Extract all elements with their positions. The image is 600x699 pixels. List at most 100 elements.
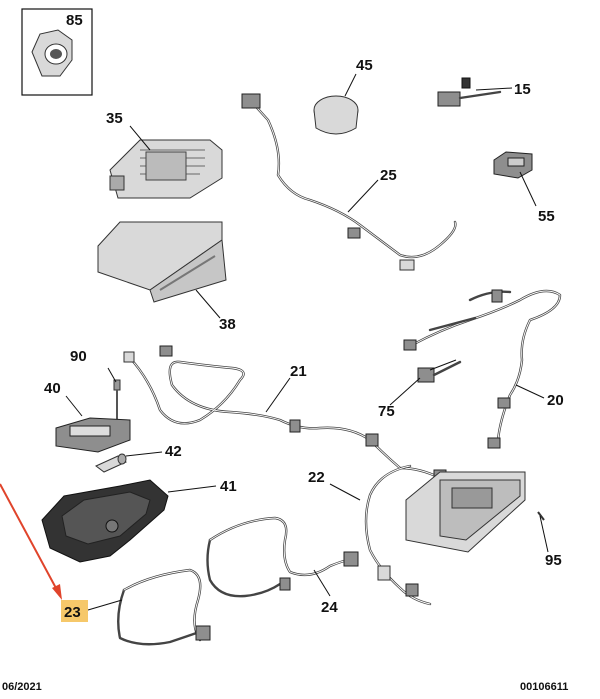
label-45[interactable]: 45 xyxy=(356,57,373,74)
leader-75 xyxy=(389,377,421,406)
part-41-tray xyxy=(61,491,151,545)
part-23-wire-core xyxy=(123,569,201,641)
part-20-connector-c xyxy=(497,397,511,409)
part-21-connector-c xyxy=(289,419,301,433)
part-41-hole xyxy=(105,519,119,533)
part-95-head-unit[interactable] xyxy=(405,471,545,553)
part-95-slot xyxy=(451,487,493,509)
part-22-connector-b xyxy=(405,583,419,597)
part-35-heatsink xyxy=(145,151,187,181)
part-95-screw xyxy=(537,511,545,521)
leader-42 xyxy=(125,451,163,457)
part-20-connector-a xyxy=(403,339,417,351)
part-21-connector-d xyxy=(365,433,379,447)
label-42[interactable]: 42 xyxy=(165,443,182,460)
leader-40 xyxy=(65,395,83,417)
leader-75-arrow xyxy=(429,359,457,371)
part-23-harness[interactable] xyxy=(117,568,211,646)
label-90[interactable]: 90 xyxy=(70,348,87,365)
part-25-wire-core xyxy=(249,99,456,258)
part-85-nut[interactable] xyxy=(21,8,93,96)
label-95[interactable]: 95 xyxy=(545,552,562,569)
leader-24 xyxy=(313,569,331,597)
part-21-harness[interactable] xyxy=(123,345,447,483)
label-23[interactable]: 23 xyxy=(64,604,81,621)
part-35-module[interactable] xyxy=(109,139,223,199)
part-23-wire-b xyxy=(117,588,207,646)
part-15-clip xyxy=(461,77,471,89)
label-41[interactable]: 41 xyxy=(220,478,237,495)
part-45-side xyxy=(313,109,359,135)
leader-15 xyxy=(475,87,513,91)
label-24[interactable]: 24 xyxy=(321,599,338,616)
part-45-speaker[interactable] xyxy=(313,95,359,135)
part-15-body xyxy=(437,91,461,107)
leader-21 xyxy=(265,377,291,413)
part-20-harness[interactable] xyxy=(403,289,562,449)
part-20-connector-d xyxy=(487,437,501,449)
part-40-panel[interactable] xyxy=(55,417,131,453)
part-24-wire-b xyxy=(206,538,282,598)
callout-arrow xyxy=(0,483,62,600)
part-25-connector-a xyxy=(241,93,261,109)
part-25-connector-c xyxy=(399,259,415,271)
callout-arrow-head xyxy=(52,584,62,600)
callout-arrow-line xyxy=(0,483,58,591)
leader-38 xyxy=(195,289,221,319)
label-35[interactable]: 35 xyxy=(106,110,123,127)
part-25-harness[interactable] xyxy=(241,93,457,271)
part-42-end xyxy=(117,453,127,465)
part-22-harness[interactable] xyxy=(364,464,432,606)
part-25-connector-b xyxy=(347,227,361,239)
part-75-body xyxy=(417,367,435,383)
label-22[interactable]: 22 xyxy=(308,469,325,486)
leader-25 xyxy=(347,179,379,213)
leader-35 xyxy=(129,125,151,151)
label-21[interactable]: 21 xyxy=(290,363,307,380)
part-75-connector[interactable] xyxy=(417,360,462,383)
label-15[interactable]: 15 xyxy=(514,81,531,98)
part-55-port xyxy=(507,157,525,167)
part-38-front xyxy=(149,239,227,303)
part-21-connector-b xyxy=(159,345,173,357)
part-22-connector-a xyxy=(377,565,391,581)
part-23-connector xyxy=(195,625,211,641)
part-55-module[interactable] xyxy=(493,151,533,179)
part-75-lead xyxy=(432,360,462,377)
part-23-highlight xyxy=(61,600,88,622)
part-85-thread xyxy=(50,49,62,59)
label-40[interactable]: 40 xyxy=(44,380,61,397)
part-24-harness[interactable] xyxy=(206,516,359,598)
part-23-wire-a xyxy=(122,568,202,642)
label-38[interactable]: 38 xyxy=(219,316,236,333)
part-15-lead xyxy=(458,90,502,100)
label-25[interactable]: 25 xyxy=(380,167,397,184)
part-90-head xyxy=(113,379,121,391)
leader-55 xyxy=(519,171,537,207)
label-20[interactable]: 20 xyxy=(547,392,564,409)
label-55[interactable]: 55 xyxy=(538,208,555,225)
label-75[interactable]: 75 xyxy=(378,403,395,420)
part-21-connector-a xyxy=(123,351,135,363)
part-40-display xyxy=(69,425,111,437)
part-15-sensor[interactable] xyxy=(437,77,502,107)
part-24-connector-a xyxy=(343,551,359,567)
part-41-bracket[interactable] xyxy=(41,479,169,563)
label-85[interactable]: 85 xyxy=(66,12,83,29)
part-24-connector-b xyxy=(279,577,291,591)
part-38-slot xyxy=(159,255,216,291)
part-42-cylinder[interactable] xyxy=(95,453,127,473)
part-20-branch xyxy=(428,290,512,332)
leader-95 xyxy=(539,515,549,553)
leader-22 xyxy=(329,483,361,501)
part-24-wire-core xyxy=(209,517,356,576)
part-20-wire xyxy=(410,289,562,442)
part-38-radio-unit[interactable] xyxy=(97,221,227,303)
leader-45 xyxy=(344,73,357,97)
leader-23 xyxy=(87,599,123,611)
footer-code: 00106611 xyxy=(520,681,568,693)
leader-41 xyxy=(167,485,217,493)
leader-90 xyxy=(107,367,117,383)
part-labels: 85 45 15 35 25 55 38 90 21 20 40 75 42 4… xyxy=(44,12,564,621)
